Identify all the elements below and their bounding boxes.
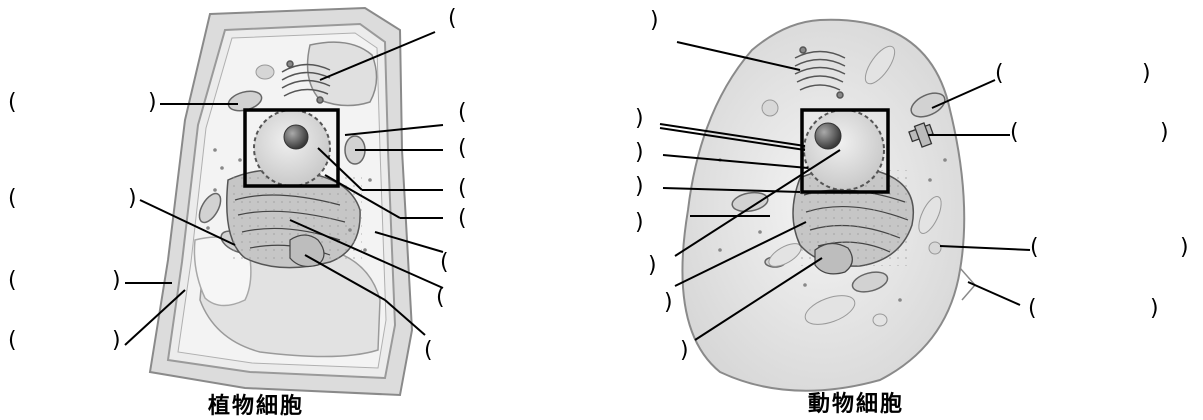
plant-label-blank-10-open: ( bbox=[8, 188, 17, 210]
animal-label-blank-8-close: ) bbox=[1180, 237, 1189, 259]
plant-label-blank-9-open: ( bbox=[424, 340, 433, 362]
plant-label-blank-12-open: ( bbox=[8, 330, 17, 352]
animal-label-blank-8-open: ( bbox=[1030, 237, 1039, 259]
animal-label-blank-11-open: ( bbox=[1028, 298, 1037, 320]
plant-label-blank-2-open: ( bbox=[8, 92, 17, 114]
plant-label-blank-3-open: ( bbox=[458, 102, 467, 124]
animal-cell bbox=[660, 20, 1030, 391]
animal-nucleolus bbox=[815, 123, 841, 149]
animal-label-blank-7-close: ) bbox=[635, 212, 644, 234]
animal-label-blank-4-open: ( bbox=[1010, 122, 1019, 144]
plant-label-blank-6-open: ( bbox=[458, 208, 467, 230]
plant-nucleolus bbox=[284, 125, 308, 149]
plant-label-blank-12-close: ) bbox=[112, 330, 121, 352]
plant-label-blank-1-open: ( bbox=[448, 8, 457, 30]
animal-label-blank-2-close: ) bbox=[1142, 63, 1151, 85]
animal-label-blank-1-close: ) bbox=[650, 10, 659, 32]
plant-label-blank-8-open: ( bbox=[436, 287, 445, 309]
plant-cell bbox=[125, 8, 443, 395]
animal-label-blank-10-close: ) bbox=[664, 292, 673, 314]
animal-label-blank-6-close: ) bbox=[635, 176, 644, 198]
animal-label-blank-4-close: ) bbox=[1160, 122, 1169, 144]
animal-cell-caption: 動物細胞 bbox=[808, 386, 904, 418]
plant-label-blank-5-open: ( bbox=[458, 178, 467, 200]
plant-cell-caption: 植物細胞 bbox=[208, 388, 304, 420]
plant-label-blank-2-close: ) bbox=[148, 92, 157, 114]
animal-nucleus bbox=[804, 110, 884, 190]
plant-label-blank-4-open: ( bbox=[458, 138, 467, 160]
animal-label-blank-3-close: ) bbox=[635, 108, 644, 130]
animal-label-blank-11-close: ) bbox=[1150, 298, 1159, 320]
plant-label-blank-10-close: ) bbox=[128, 188, 137, 210]
animal-label-blank-2-open: ( bbox=[995, 63, 1004, 85]
animal-label-blank-12-close: ) bbox=[680, 340, 689, 362]
animal-label-blank-5-close: ) bbox=[635, 142, 644, 164]
plant-label-blank-7-open: ( bbox=[440, 252, 449, 274]
plant-label-blank-11-close: ) bbox=[112, 270, 121, 292]
plant-label-blank-11-open: ( bbox=[8, 270, 17, 292]
animal-label-blank-9-close: ) bbox=[648, 255, 657, 277]
